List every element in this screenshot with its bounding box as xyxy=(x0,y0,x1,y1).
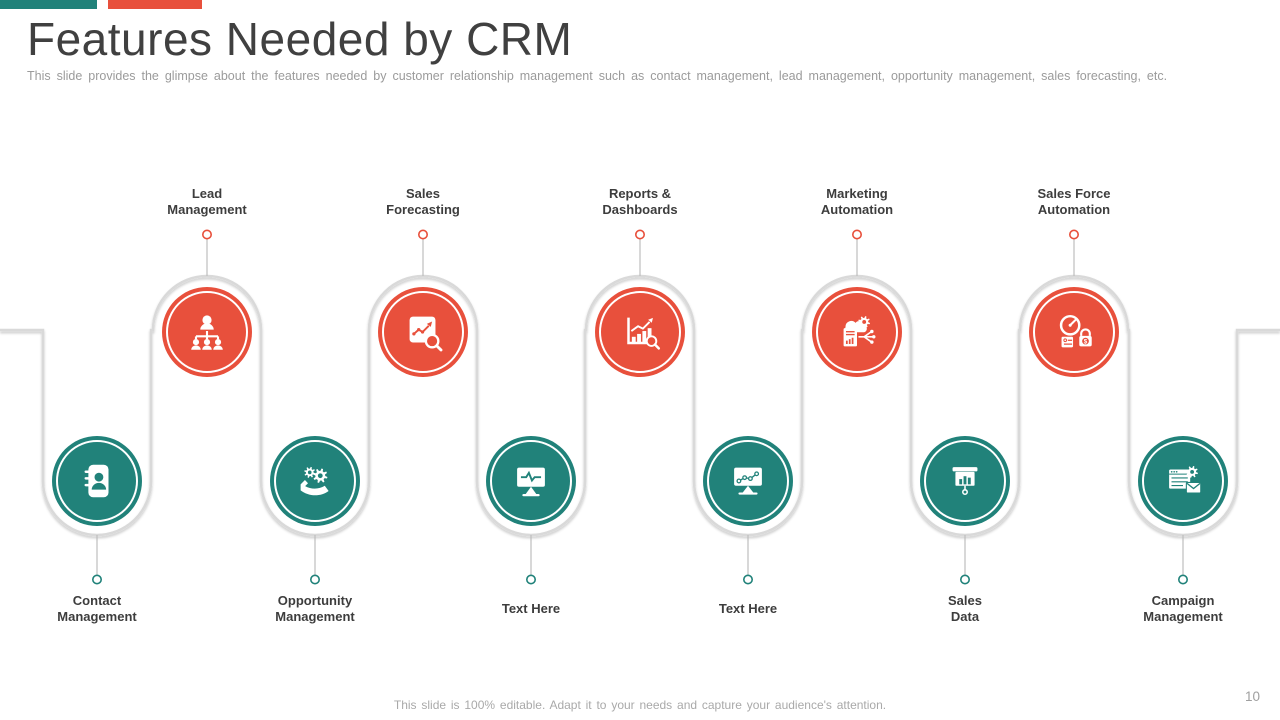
feature-label-line: Campaign xyxy=(1151,593,1215,608)
trend-magnifier-icon xyxy=(409,316,443,352)
feature-label-line: Lead xyxy=(191,186,223,201)
gauge-dollar-lock-icon: $ xyxy=(1059,314,1092,348)
contact-book-icon xyxy=(84,464,109,498)
feature-circle-marketing-automation xyxy=(812,287,902,377)
feature-circle-text-here xyxy=(486,436,576,526)
feature-text-here: Text Here xyxy=(678,0,818,720)
feature-label-line: Management xyxy=(1143,609,1223,624)
feature-label-line: Text Here xyxy=(718,601,778,616)
page-subtitle: This slide provides the glimpse about th… xyxy=(27,69,1168,83)
org-chart-icon xyxy=(191,315,223,350)
monitor-trend-icon xyxy=(734,467,762,495)
browser-gear-mail-icon xyxy=(1169,466,1202,494)
feature-label-line: Management xyxy=(167,202,247,217)
accent-bar-teal xyxy=(0,0,97,9)
feature-circle-opportunity-management xyxy=(270,436,360,526)
feature-label-line: Dashboards xyxy=(602,202,678,217)
feature-label-line: Opportunity xyxy=(277,593,353,608)
feature-circle-sales-data xyxy=(920,436,1010,526)
feature-label-line: Sales xyxy=(948,593,982,608)
feature-label-line: Management xyxy=(57,609,137,624)
feature-label: Text Here xyxy=(668,592,828,626)
feature-label-line: Sales Force xyxy=(1037,186,1111,201)
feature-label-line: Automation xyxy=(1037,202,1111,217)
feature-circle-contact-management xyxy=(52,436,142,526)
feature-label-line: Management xyxy=(275,609,355,624)
monitor-pulse-icon xyxy=(517,467,545,497)
feature-reports-dashboards: Reports &Dashboards xyxy=(570,0,710,720)
feature-circle-reports-dashboards xyxy=(595,287,685,377)
feature-label: Text Here xyxy=(451,592,611,626)
feature-label-line: Text Here xyxy=(501,601,561,616)
page-title: Features Needed by CRM xyxy=(27,13,573,65)
feature-label-line: Reports & xyxy=(608,186,672,201)
feature-label-line: Data xyxy=(950,609,980,624)
feature-label-line: Marketing xyxy=(826,186,888,201)
feature-label-line: Sales xyxy=(406,186,440,201)
presentation-chart-icon xyxy=(952,467,978,495)
page-number: 10 xyxy=(1244,689,1260,704)
feature-label: Reports &Dashboards xyxy=(560,181,720,218)
svg-text:$: $ xyxy=(1084,339,1088,346)
feature-label-line: Forecasting xyxy=(386,202,460,217)
hand-gears-icon xyxy=(300,466,329,496)
feature-label-line: Contact xyxy=(72,593,122,608)
feature-label-line: Automation xyxy=(820,202,894,217)
slide-footer-note: This slide is 100% editable. Adapt it to… xyxy=(393,698,887,712)
feature-circle-campaign-management xyxy=(1138,436,1228,526)
feature-circle-lead-management xyxy=(162,287,252,377)
feature-circle-sales-forecasting xyxy=(378,287,468,377)
bar-chart-magnifier-icon xyxy=(627,317,661,350)
feature-circle-text-here xyxy=(703,436,793,526)
accent-bar-orange xyxy=(108,0,202,9)
cloud-gear-network-icon xyxy=(843,316,876,347)
feature-text-here: Text Here xyxy=(461,0,601,720)
feature-circle-sales-force-automation: $ xyxy=(1029,287,1119,377)
